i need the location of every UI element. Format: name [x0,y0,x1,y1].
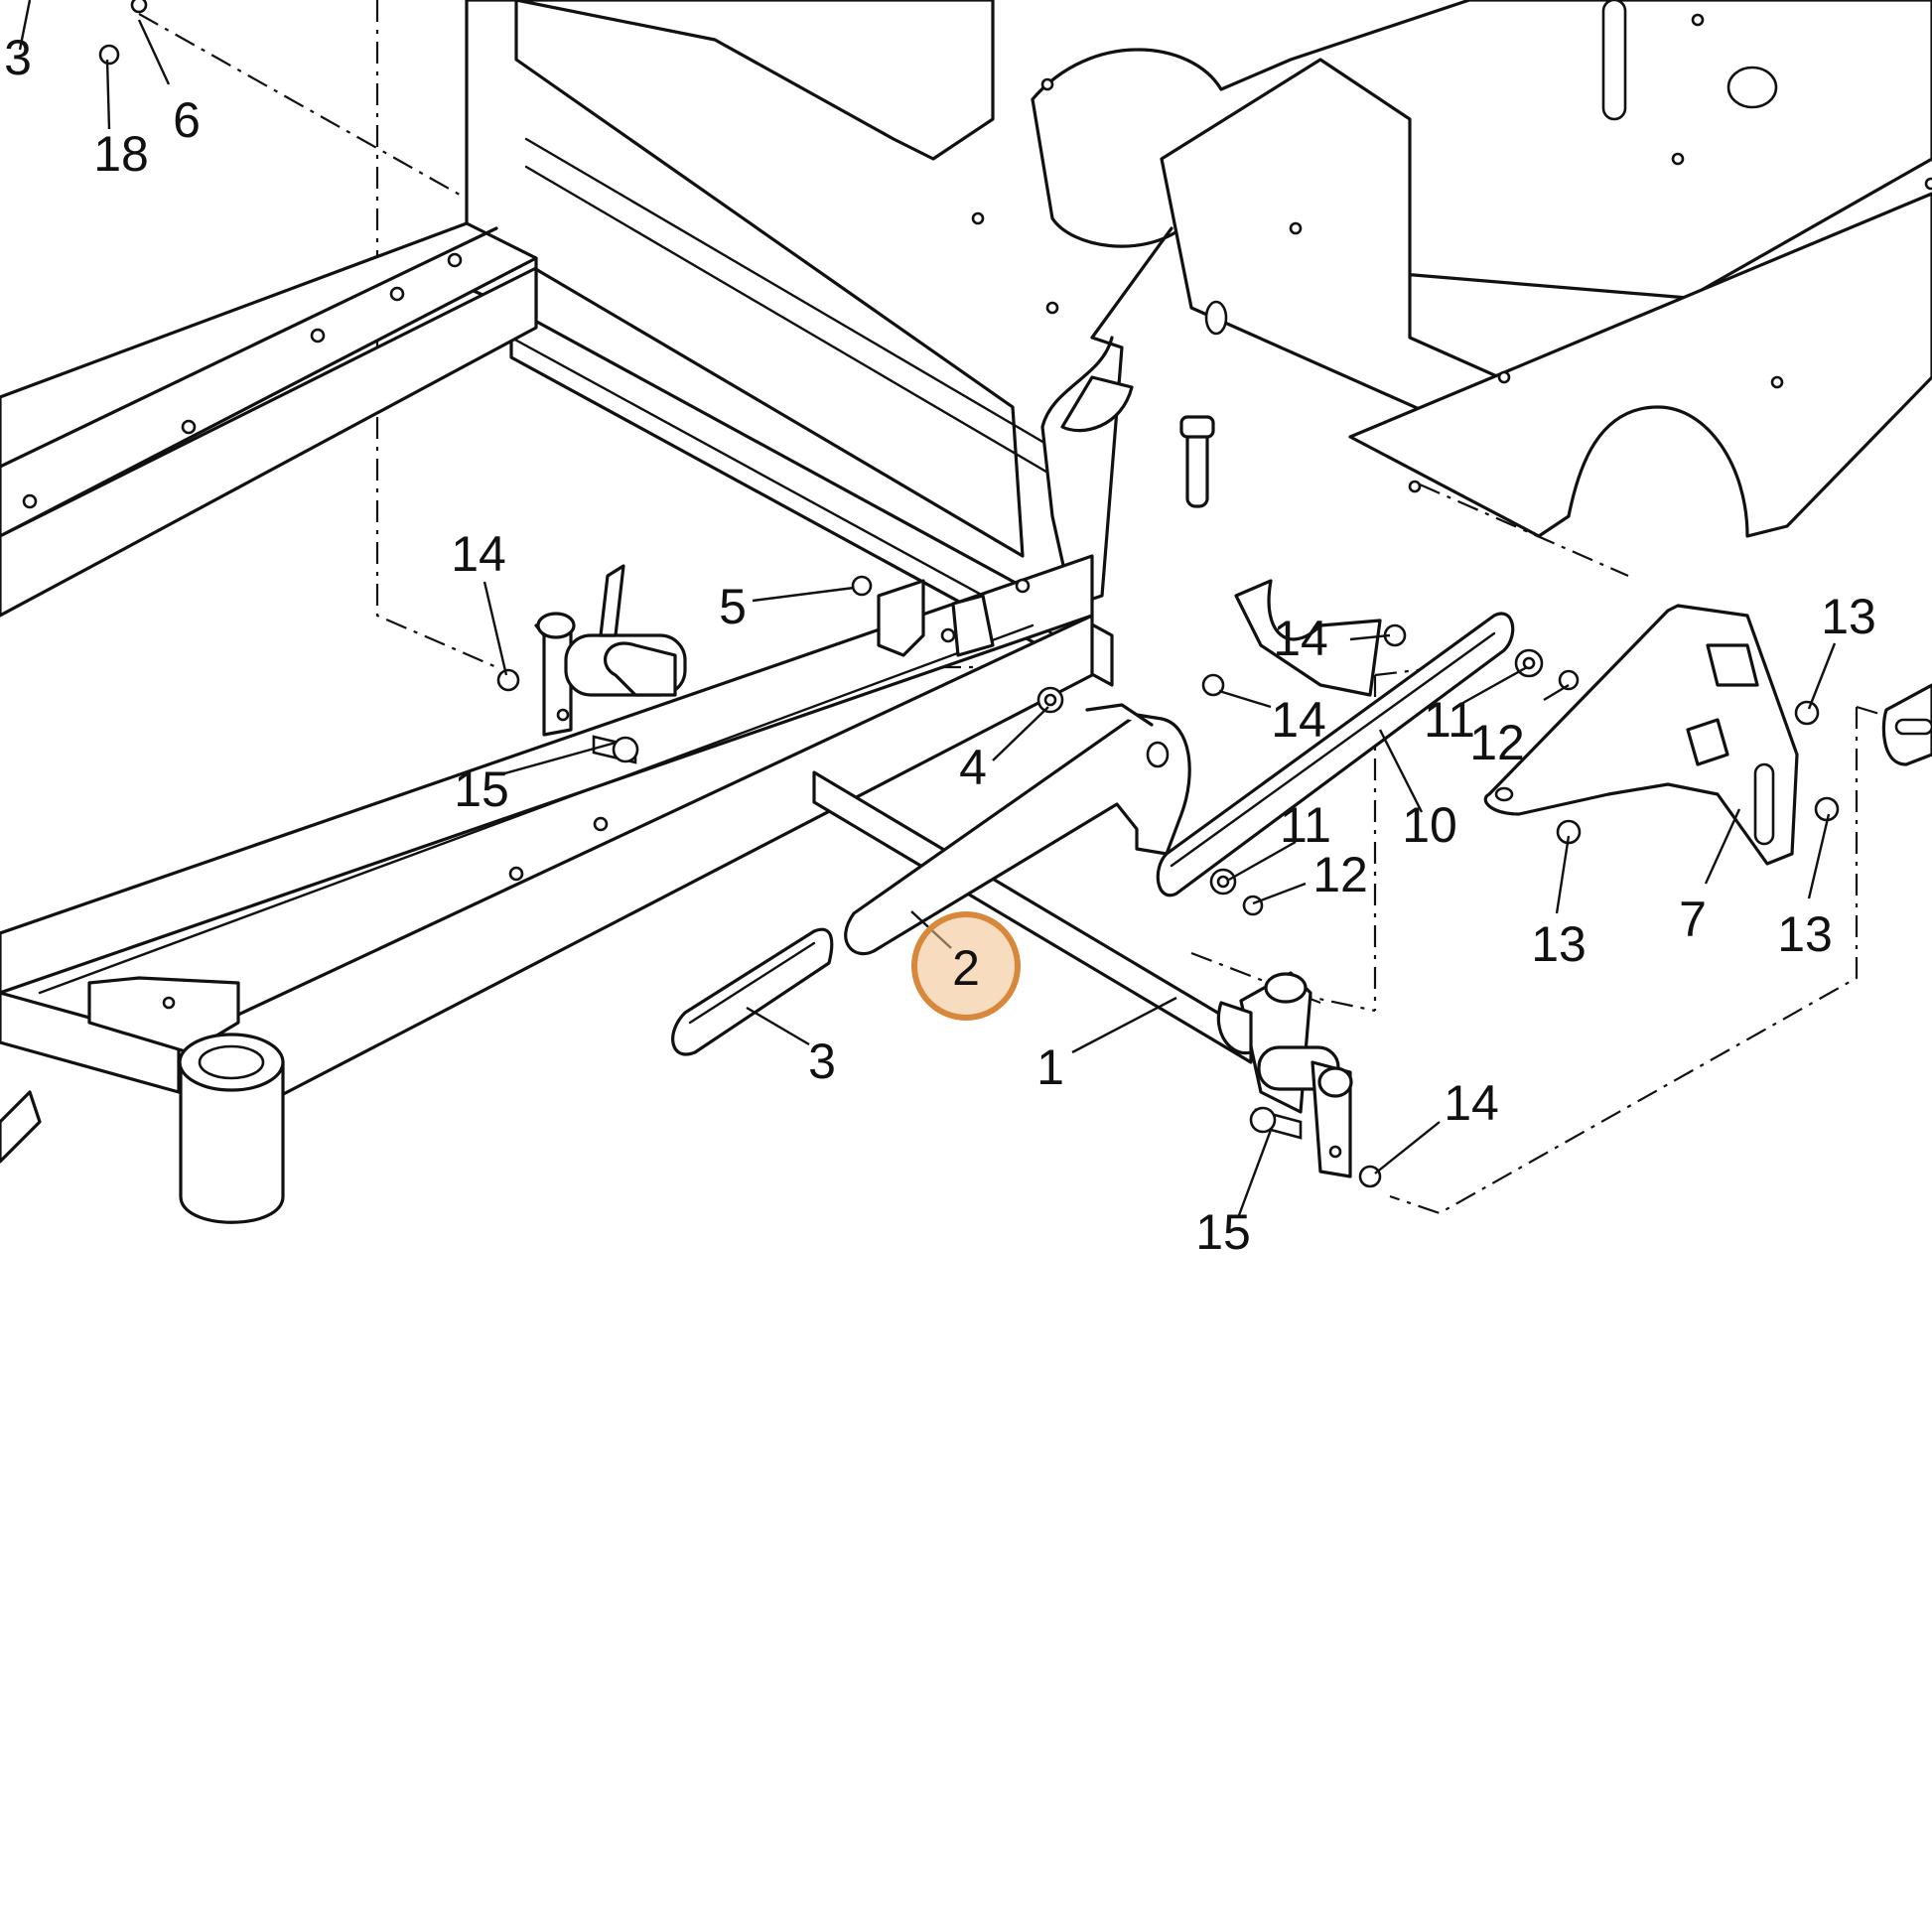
callout-12-upper: 12 [1469,715,1525,770]
highlight-marker[interactable]: 2 [911,911,1021,1021]
callout-5: 5 [719,579,747,634]
highlight-circle[interactable] [911,911,1021,1021]
callout-4: 4 [959,740,987,795]
hardware [98,0,1840,1188]
nut-icon [1558,669,1580,691]
callout-7: 7 [1679,892,1707,947]
left-pivot-bracket [534,564,687,737]
callout-13-top: 13 [1821,589,1876,644]
callout-14-bottom: 14 [1444,1075,1499,1131]
callout-11-upper: 11 [1424,692,1475,748]
callout-10: 10 [1402,797,1457,853]
nut-icon [98,44,120,66]
callout-15-left: 15 [454,761,509,817]
callout-3-top: 3 [4,30,32,85]
nut-icon [1242,895,1264,916]
callout-14-left: 14 [451,526,506,582]
callout-3: 3 [808,1034,836,1089]
nut-icon [1201,673,1225,697]
callout-18: 18 [93,126,149,182]
lift-arm [844,703,1191,956]
pad [671,927,834,1056]
callout-12-lower: 12 [1312,847,1368,902]
callout-2[interactable]: 2 [952,940,980,996]
nut-icon [1794,700,1820,726]
nut-icon [1814,796,1840,822]
callout-13-mid: 13 [1531,916,1587,972]
leader-lines [18,0,1837,1216]
callout-1: 1 [1036,1039,1064,1095]
lift-shaft [812,770,1353,1178]
nut-icon [851,575,873,597]
callout-6: 6 [173,92,201,148]
adjust-bracket [1234,579,1932,866]
callout-15-bottom: 15 [1195,1204,1251,1260]
caster-pivot [0,1033,285,1224]
callout-13-right: 13 [1777,906,1833,962]
bolt-icon [1249,1106,1277,1134]
callout-11-lower: 11 [1280,797,1331,853]
callout-14-mid-upper: 14 [1273,611,1328,666]
rear-deck-housing [465,0,1932,608]
callout-14-mid-lower: 14 [1271,692,1326,748]
nut-icon [496,668,520,692]
nut-icon [1358,1165,1382,1188]
callout-labels: 3 18 6 14 5 15 4 14 14 11 12 10 11 12 13… [4,30,1876,1260]
center-bracket [877,579,995,657]
link [1156,612,1515,897]
nut-icon [130,0,148,14]
bolt-icon [612,736,639,763]
